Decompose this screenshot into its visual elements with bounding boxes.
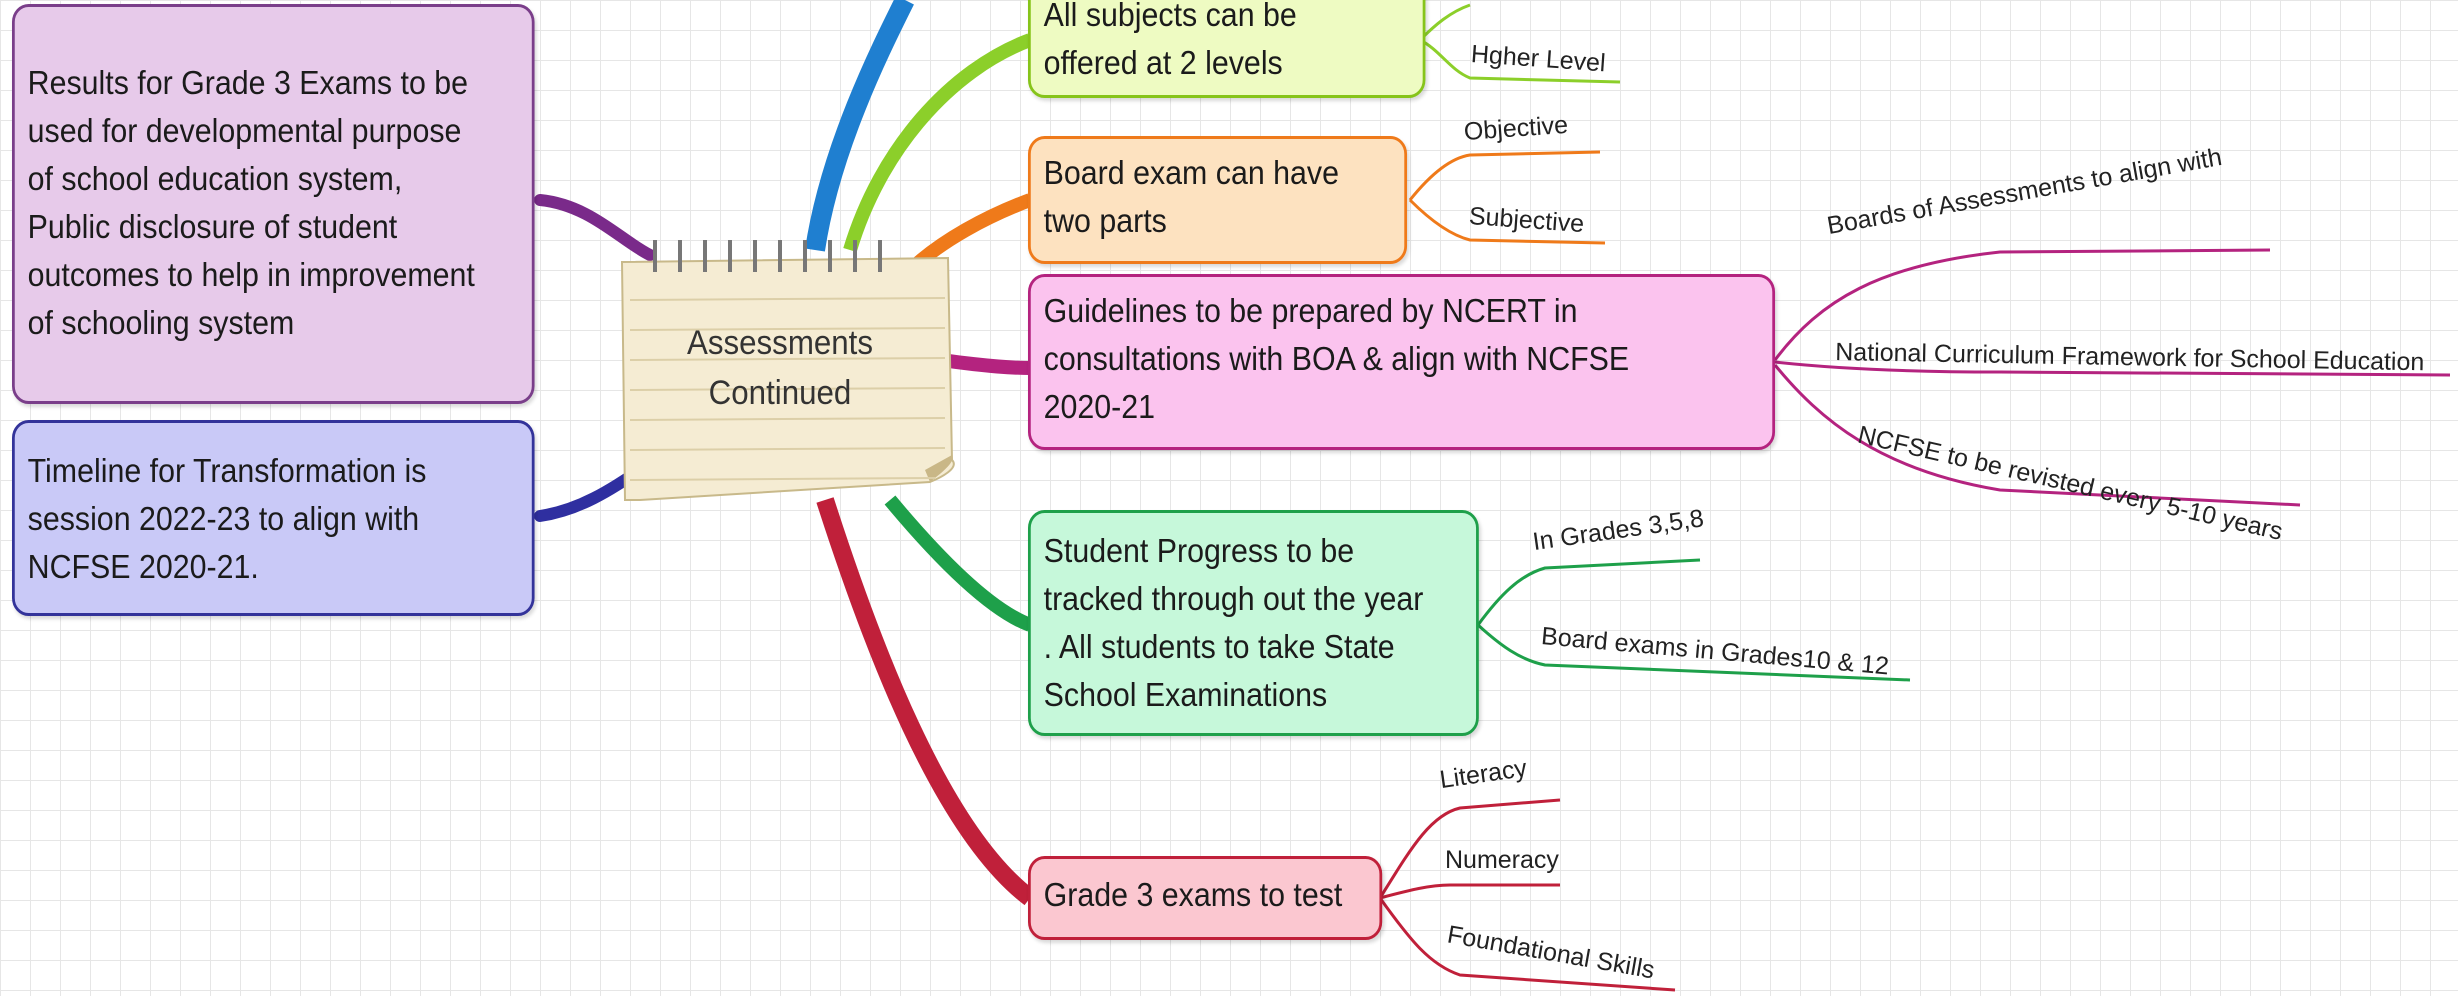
leaf-line-boards xyxy=(1773,248,2271,361)
central-topic: Assessments Continued xyxy=(686,324,874,412)
leaf-line-objective xyxy=(1408,150,1601,201)
node-student-progress-text: Student Progress to be tracked through o… xyxy=(1043,532,1424,713)
node-timeline-text: Timeline for Transformation is session 2… xyxy=(27,452,427,585)
node-all-subjects-text: All subjects can be offered at 2 levels xyxy=(1043,0,1297,81)
node-board-exam-text: Board exam can have two parts xyxy=(1043,154,1339,239)
node-guidelines-text: Guidelines to be prepared by NCERT in co… xyxy=(1043,292,1630,425)
spiral-rings-icon xyxy=(653,240,882,272)
leaf-line-top xyxy=(1418,3,1471,42)
leaf-line-higher xyxy=(1419,38,1621,84)
branch-results xyxy=(534,194,656,261)
node-grade3-exams-text: Grade 3 exams to test xyxy=(1043,876,1343,913)
leaf-line-grades xyxy=(1476,558,1701,626)
branch-grade3 xyxy=(816,497,1036,906)
node-timeline[interactable]: Timeline for Transformation is session 2… xyxy=(12,420,535,616)
node-guidelines[interactable]: Guidelines to be prepared by NCERT in co… xyxy=(1028,274,1776,450)
central-notepad xyxy=(620,240,955,501)
leaf-line-literacy xyxy=(1378,798,1561,899)
leaf-line-foundational xyxy=(1378,897,1676,992)
branch-blue xyxy=(805,0,914,252)
branch-all-subjects xyxy=(843,33,1033,253)
leaf-numeracy[interactable]: Numeracy xyxy=(1445,846,1559,874)
leaf-line-numeracy xyxy=(1379,883,1560,900)
leaf-line-ncfse xyxy=(1773,364,2301,507)
leaf-line-subjective xyxy=(1408,198,1606,245)
node-all-subjects[interactable]: All subjects can be offered at 2 levels xyxy=(1028,0,1426,98)
branch-student-progress xyxy=(884,495,1033,632)
leaf-line-ncf xyxy=(1774,360,2451,377)
node-board-exam[interactable]: Board exam can have two parts xyxy=(1028,136,1408,264)
node-grade3-exams[interactable]: Grade 3 exams to test xyxy=(1028,856,1383,940)
node-grade3-results[interactable]: Results for Grade 3 Exams to be used for… xyxy=(12,4,535,404)
node-student-progress[interactable]: Student Progress to be tracked through o… xyxy=(1028,510,1479,736)
node-grade3-results-text: Results for Grade 3 Exams to be used for… xyxy=(27,64,475,341)
leaf-line-board-grades xyxy=(1476,623,1911,682)
